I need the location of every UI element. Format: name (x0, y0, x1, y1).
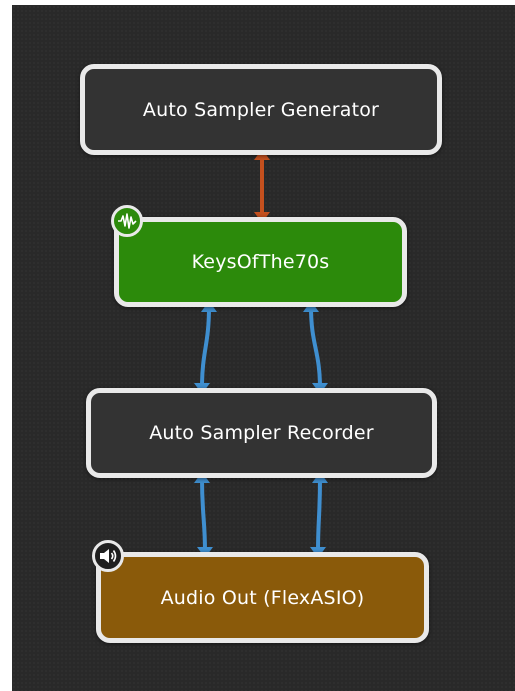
auto-sampler-recorder-node[interactable]: Auto Sampler Recorder (86, 388, 437, 478)
keysofthe70s-node[interactable]: KeysOfThe70s (114, 217, 407, 307)
midi-connection[interactable] (254, 149, 270, 223)
speaker-icon[interactable] (92, 540, 124, 572)
node-label: Auto Sampler Recorder (149, 422, 374, 444)
auto-sampler-generator-node[interactable]: Auto Sampler Generator (80, 64, 442, 155)
output-connection-right[interactable] (310, 472, 328, 558)
node-label: Auto Sampler Generator (142, 98, 380, 121)
node-label: KeysOfThe70s (191, 251, 330, 273)
waveform-icon[interactable] (111, 205, 143, 237)
graph-canvas[interactable]: Auto Sampler Generator KeysOfThe70s Auto… (12, 5, 515, 691)
output-connection-left[interactable] (194, 472, 213, 558)
audio-out-node[interactable]: Audio Out (FlexASIO) (96, 552, 429, 643)
audio-connection-left[interactable] (194, 301, 217, 394)
node-label: Audio Out (FlexASIO) (160, 586, 365, 609)
audio-connection-right[interactable] (303, 301, 328, 394)
